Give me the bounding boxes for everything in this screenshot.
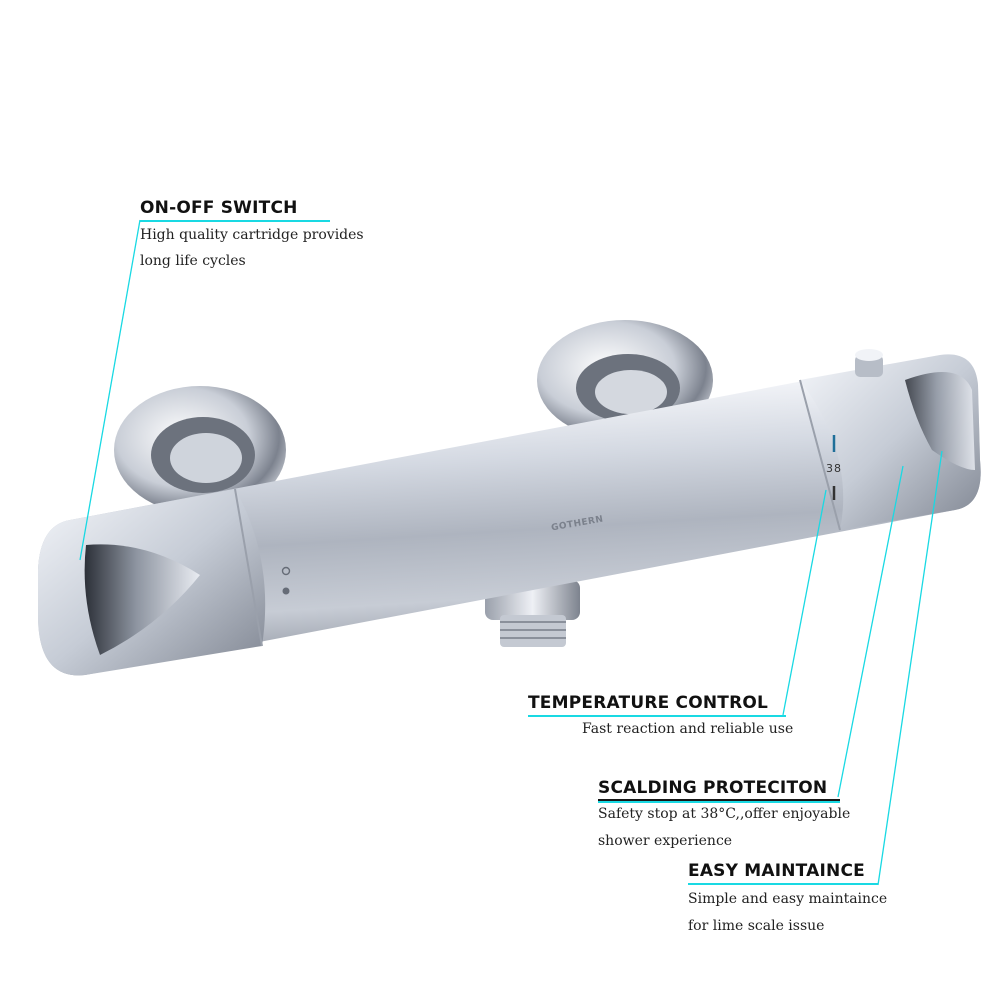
callout-scalding-protection: SCALDING PROTECITON Safety stop at 38°C,… bbox=[598, 778, 850, 849]
callout-text: shower experience bbox=[598, 833, 733, 849]
callout-text: for lime scale issue bbox=[688, 918, 825, 934]
callout-text: High quality cartridge provides bbox=[140, 227, 364, 243]
callout-title: TEMPERATURE CONTROL bbox=[528, 693, 769, 713]
callout-text: Safety stop at 38°C,,offer enjoyable bbox=[598, 806, 851, 822]
right-grip-scoop bbox=[905, 372, 975, 470]
indicator-dot-closed bbox=[282, 587, 290, 595]
callout-underline bbox=[140, 220, 330, 222]
callout-underline bbox=[688, 883, 878, 885]
callout-title: SCALDING PROTECITON bbox=[598, 778, 828, 798]
callout-text: Fast reaction and reliable use bbox=[582, 721, 794, 737]
callout-underline-accent bbox=[598, 801, 840, 803]
left-grip-scoop bbox=[84, 544, 200, 655]
callout-title: EASY MAINTAINCE bbox=[688, 861, 865, 881]
temperature-mark: 38 bbox=[826, 462, 842, 475]
callout-underline bbox=[598, 799, 840, 801]
left-wall-flange bbox=[114, 386, 286, 514]
safety-stop-button bbox=[855, 349, 883, 377]
callout-easy-maintenance: EASY MAINTAINCE Simple and easy maintain… bbox=[688, 861, 887, 934]
callout-temperature-control: TEMPERATURE CONTROL Fast reaction and re… bbox=[528, 693, 793, 737]
callout-text: long life cycles bbox=[140, 253, 246, 269]
thermostat-body bbox=[38, 354, 981, 676]
callout-on-off-switch: ON-OFF SWITCH High quality cartridge pro… bbox=[140, 198, 364, 269]
callout-title: ON-OFF SWITCH bbox=[140, 198, 298, 218]
indicator-dot-open bbox=[281, 566, 291, 576]
callout-text: Simple and easy maintaince bbox=[688, 891, 888, 907]
callout-underline bbox=[528, 715, 786, 717]
shower-outlet-connector bbox=[485, 580, 580, 647]
